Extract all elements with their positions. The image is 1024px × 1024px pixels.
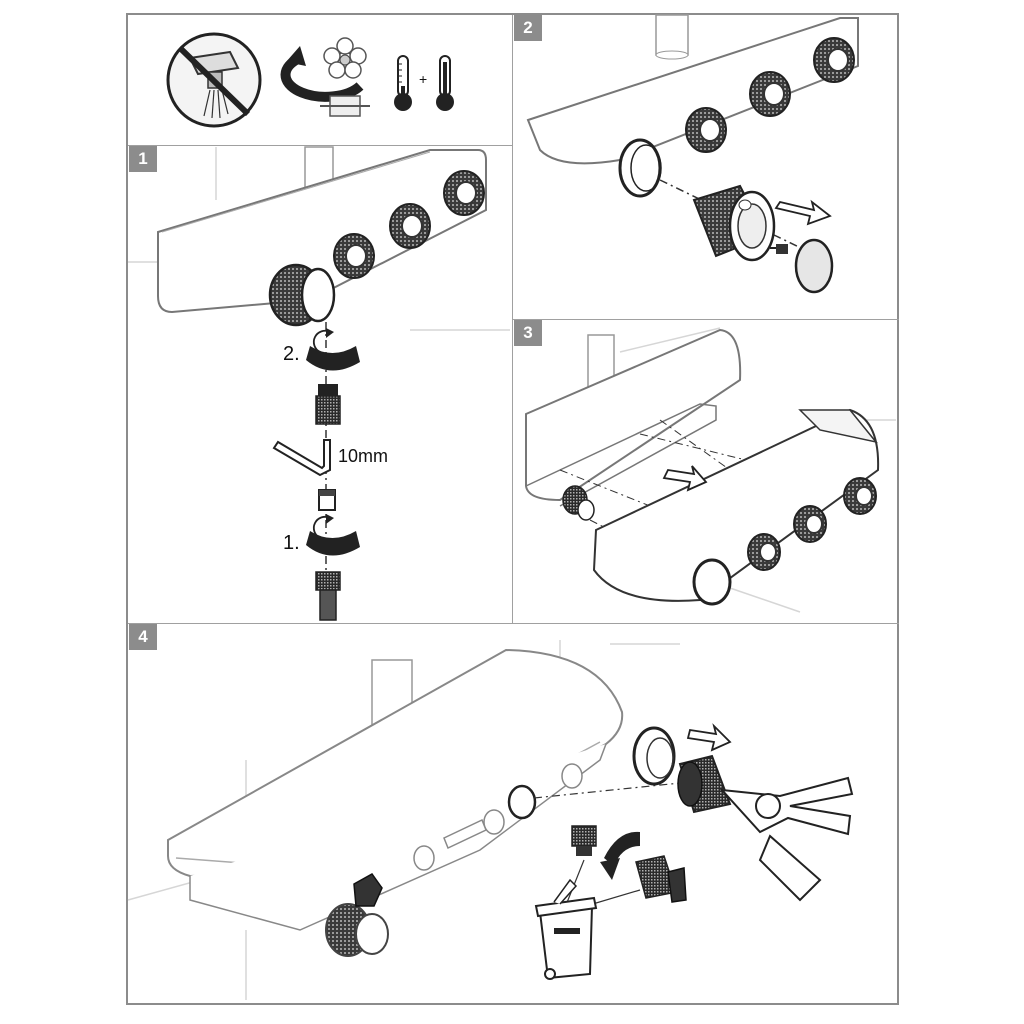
step1-background-tiles	[128, 147, 510, 331]
old-cartridge-full	[635, 855, 687, 903]
step3-body-knob	[562, 485, 595, 521]
thermometer-hot-icon	[436, 55, 454, 111]
step3-cover-ring	[692, 558, 732, 606]
rotate-arrow-icon-2	[306, 328, 360, 371]
step-1-badge: 1	[129, 146, 157, 172]
thermometer-cold-icon	[394, 55, 412, 111]
arrow-pull-icon-step4	[686, 723, 732, 752]
panel-step-1	[128, 146, 513, 624]
spindle-extension	[315, 571, 341, 621]
rotate-step-1-label: 1.	[283, 532, 300, 554]
arrow-slide-icon-step3	[662, 465, 708, 492]
step4-underbody	[189, 743, 607, 931]
step4-axis-line	[533, 781, 691, 799]
step2-knob-2	[749, 71, 791, 117]
step2-knob-3	[813, 37, 855, 83]
step2-cap	[794, 238, 834, 294]
step3-body	[525, 328, 742, 507]
panel-intro	[128, 15, 513, 146]
step3-knob-3	[843, 477, 877, 515]
step2-body	[526, 14, 859, 165]
prohibited-shower-icon	[166, 32, 262, 128]
step1-knob-small-3	[443, 170, 485, 216]
step-4-badge: 4	[129, 624, 157, 650]
step2-screw	[770, 244, 788, 254]
step1-shower-body	[157, 149, 487, 314]
step4-thermostat-knob	[325, 903, 389, 957]
old-cartridge-part	[571, 825, 597, 856]
rotate-step-2-label: 2.	[283, 343, 300, 365]
rotate-arrow-icon-step4	[600, 831, 640, 880]
step4-retaining-ring	[632, 726, 676, 786]
step1-knob-small-2	[389, 203, 431, 249]
panel-step-2	[513, 15, 899, 320]
step4-cartridge-removed	[677, 754, 732, 814]
step2-handle-removed	[692, 184, 776, 262]
step4-valve-handle	[353, 873, 383, 907]
step2-ring	[618, 138, 662, 198]
wrench-size-label: 10mm	[338, 446, 388, 466]
arrow-pull-icon-step2	[774, 199, 832, 226]
thermostat-cartridge	[315, 384, 341, 425]
nut-small	[318, 489, 336, 511]
rotate-handle-icon	[280, 37, 370, 117]
step3-knob-1	[747, 533, 781, 571]
allen-key-icon	[272, 439, 331, 477]
step-2-badge: 2	[514, 15, 542, 41]
step2-knob-1	[685, 107, 727, 153]
plus-sign: +	[419, 71, 427, 87]
pliers-icon	[719, 776, 854, 902]
step4-seat-ring	[507, 784, 537, 820]
rotate-arrow-icon-1	[306, 514, 360, 556]
step3-knob-2	[793, 505, 827, 543]
panel-step-3	[513, 320, 899, 624]
instruction-sheet	[126, 13, 899, 1005]
step-3-badge: 3	[514, 320, 542, 346]
step1-thermostat-knob	[268, 263, 336, 327]
trash-bin-icon	[534, 878, 598, 980]
step1-knob-small-1	[333, 233, 375, 279]
step3-cover-shell	[592, 408, 880, 602]
